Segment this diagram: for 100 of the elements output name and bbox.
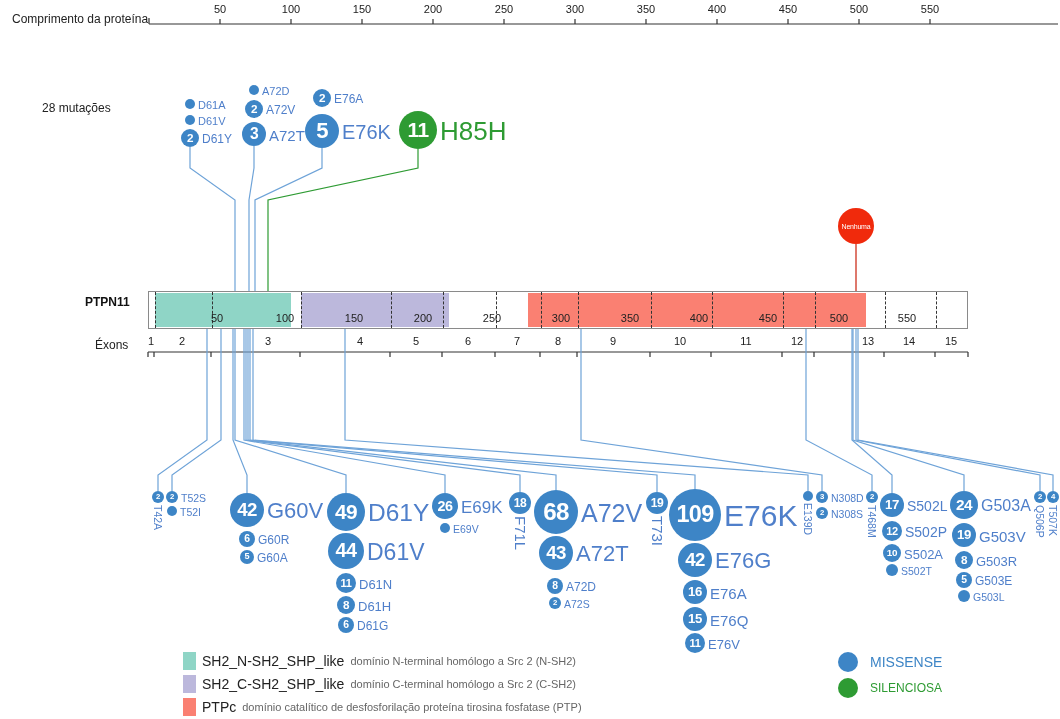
mutation-circle xyxy=(185,115,195,125)
mutation-label: S502T xyxy=(901,565,932,577)
mutation-label: E76K xyxy=(724,501,798,531)
mutation-circle: 8 xyxy=(547,578,563,594)
mutation-label: E76A xyxy=(334,93,364,105)
mutation-label: G503R xyxy=(976,554,1018,568)
mutation-circle xyxy=(440,523,450,533)
mutation-circle xyxy=(249,85,259,95)
lollipop-stem xyxy=(580,328,823,492)
lollipop-stem xyxy=(855,243,857,292)
axis-title: Éxons xyxy=(95,339,129,351)
mutation-circle: 6 xyxy=(338,617,354,633)
position-label: 150 xyxy=(344,313,364,324)
mutation-circle: 2 xyxy=(313,89,331,107)
mutation-label: F71L xyxy=(512,516,528,551)
mutation-label: D61N xyxy=(359,577,393,591)
position-label: 300 xyxy=(551,313,571,324)
mutation-circle: 42 xyxy=(230,493,264,527)
mutation-label: N308S xyxy=(831,508,864,520)
mutation-circle: 19 xyxy=(646,492,668,514)
legend-label: PTPc xyxy=(202,699,237,715)
mutation-circle: 15 xyxy=(683,607,707,631)
mutation-label: D61V xyxy=(367,540,425,564)
mutation-label: S502P xyxy=(905,525,948,539)
mutation-label: A72T xyxy=(269,127,305,143)
exon-number: 13 xyxy=(861,336,875,347)
mutation-circle xyxy=(167,506,177,516)
lollipop-stem xyxy=(344,328,809,492)
mutation-label: D61V xyxy=(198,115,226,127)
position-label: 550 xyxy=(897,313,917,324)
mutation-circle: 10 xyxy=(883,544,901,562)
mutation-label: G503A xyxy=(981,498,1031,514)
lollipop-stem xyxy=(254,147,323,292)
mutation-circle: 43 xyxy=(539,536,573,570)
mutation-circle: 12 xyxy=(882,521,902,541)
legend-description: domínio C-terminal homólogo a Src 2 (C-SH2) xyxy=(350,678,576,690)
mutation-circle xyxy=(958,590,970,602)
axis-tick-label: 50 xyxy=(213,4,227,15)
note-text: 28 mutações xyxy=(42,102,111,114)
mutation-label: E76A xyxy=(710,585,747,601)
mutation-circle: 8 xyxy=(337,596,355,614)
mutation-label: D61G xyxy=(357,620,389,632)
legend-label: MISSENSE xyxy=(870,654,943,670)
mutation-circle: 5 xyxy=(240,550,254,564)
mutation-label: D61A xyxy=(198,99,226,111)
mutation-circle: 26 xyxy=(432,493,458,519)
mutation-circle: 5 xyxy=(305,114,339,148)
mutation-label: T468M xyxy=(866,505,878,538)
legend-label: SH2_C-SH2_SHP_like xyxy=(202,676,345,692)
lollipop-stem xyxy=(243,328,446,494)
mutation-label: E76G xyxy=(715,550,772,572)
mutation-circle: 11 xyxy=(336,573,356,593)
mutation-circle xyxy=(886,564,898,576)
mutation-circle: 8 xyxy=(955,551,973,569)
axis-title: Comprimento da proteína xyxy=(12,13,149,25)
position-label: 50 xyxy=(210,313,224,324)
mutation-label: E69K xyxy=(461,498,503,516)
mutation-circle: 68 xyxy=(534,490,578,534)
gene-label: PTPN11 xyxy=(85,296,130,308)
mutation-circle: 11 xyxy=(399,111,437,149)
mutation-label: T507K xyxy=(1047,505,1059,536)
mutation-circle: 44 xyxy=(328,533,364,569)
mutation-label: S502A xyxy=(904,547,944,561)
lollipop-stem xyxy=(189,146,236,292)
mutation-label: H85H xyxy=(440,118,507,144)
mutation-label: T73I xyxy=(649,516,665,546)
lollipop-stem xyxy=(234,328,347,494)
mutation-label: A72D xyxy=(262,85,290,97)
mutation-circle xyxy=(803,491,813,501)
lollipop-stem xyxy=(851,328,893,494)
mutation-circle: 6 xyxy=(239,531,255,547)
lollipop-stem xyxy=(248,145,255,292)
mutation-circle: 3 xyxy=(242,122,266,146)
lollipop-stem xyxy=(171,328,222,492)
mutation-label: A72D xyxy=(566,581,597,593)
mutation-label: T52S xyxy=(181,492,207,504)
mutation-label: G503V xyxy=(979,528,1026,544)
position-label: 250 xyxy=(482,313,502,324)
legend-label: SILENCIOSA xyxy=(870,681,943,695)
mutation-label: E76K xyxy=(342,122,391,142)
axis-tick-label: 350 xyxy=(636,4,656,15)
position-label: 350 xyxy=(620,313,640,324)
mutation-label: T42A xyxy=(152,505,164,531)
lollipop-stem xyxy=(232,328,248,494)
mutation-circle: 42 xyxy=(678,543,712,577)
lollipop-stem xyxy=(852,328,965,492)
position-label: 400 xyxy=(689,313,709,324)
mutation-label: S502L xyxy=(907,499,948,513)
legend-description: domínio N-terminal homólogo a Src 2 (N-SH2) xyxy=(350,655,576,667)
legend-description: domínio catalítico de desfosforilação proteína tirosina fosfatase (PTP) xyxy=(242,701,582,713)
mutation-circle: 109 xyxy=(669,489,721,541)
mutation-label: A72T xyxy=(576,543,629,565)
mutation-label: G60V xyxy=(267,500,324,522)
axis-tick-label: 100 xyxy=(281,4,301,15)
mutation-label: G60A xyxy=(257,552,288,564)
mutation-label: D61Y xyxy=(202,133,233,145)
axis-tick-label: 200 xyxy=(423,4,443,15)
position-label: 450 xyxy=(758,313,778,324)
mutation-circle xyxy=(185,99,195,109)
mutation-label: A72V xyxy=(581,500,643,526)
